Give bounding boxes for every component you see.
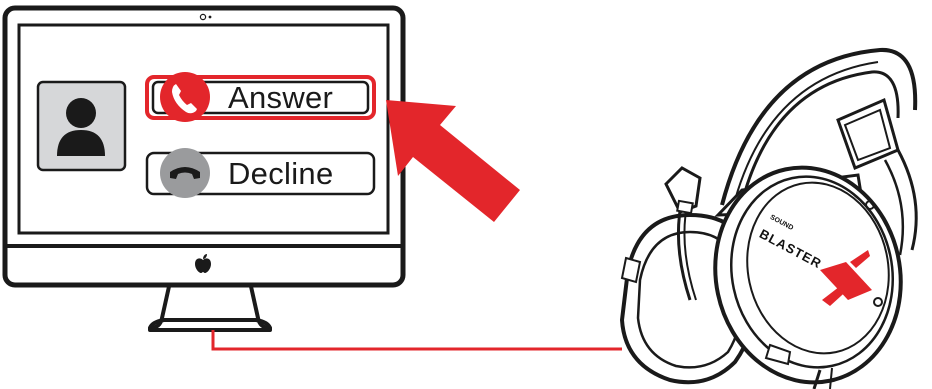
decline-button[interactable]: Decline	[228, 158, 333, 189]
answer-button[interactable]: Answer	[228, 82, 333, 113]
microphone-tip	[666, 168, 700, 213]
